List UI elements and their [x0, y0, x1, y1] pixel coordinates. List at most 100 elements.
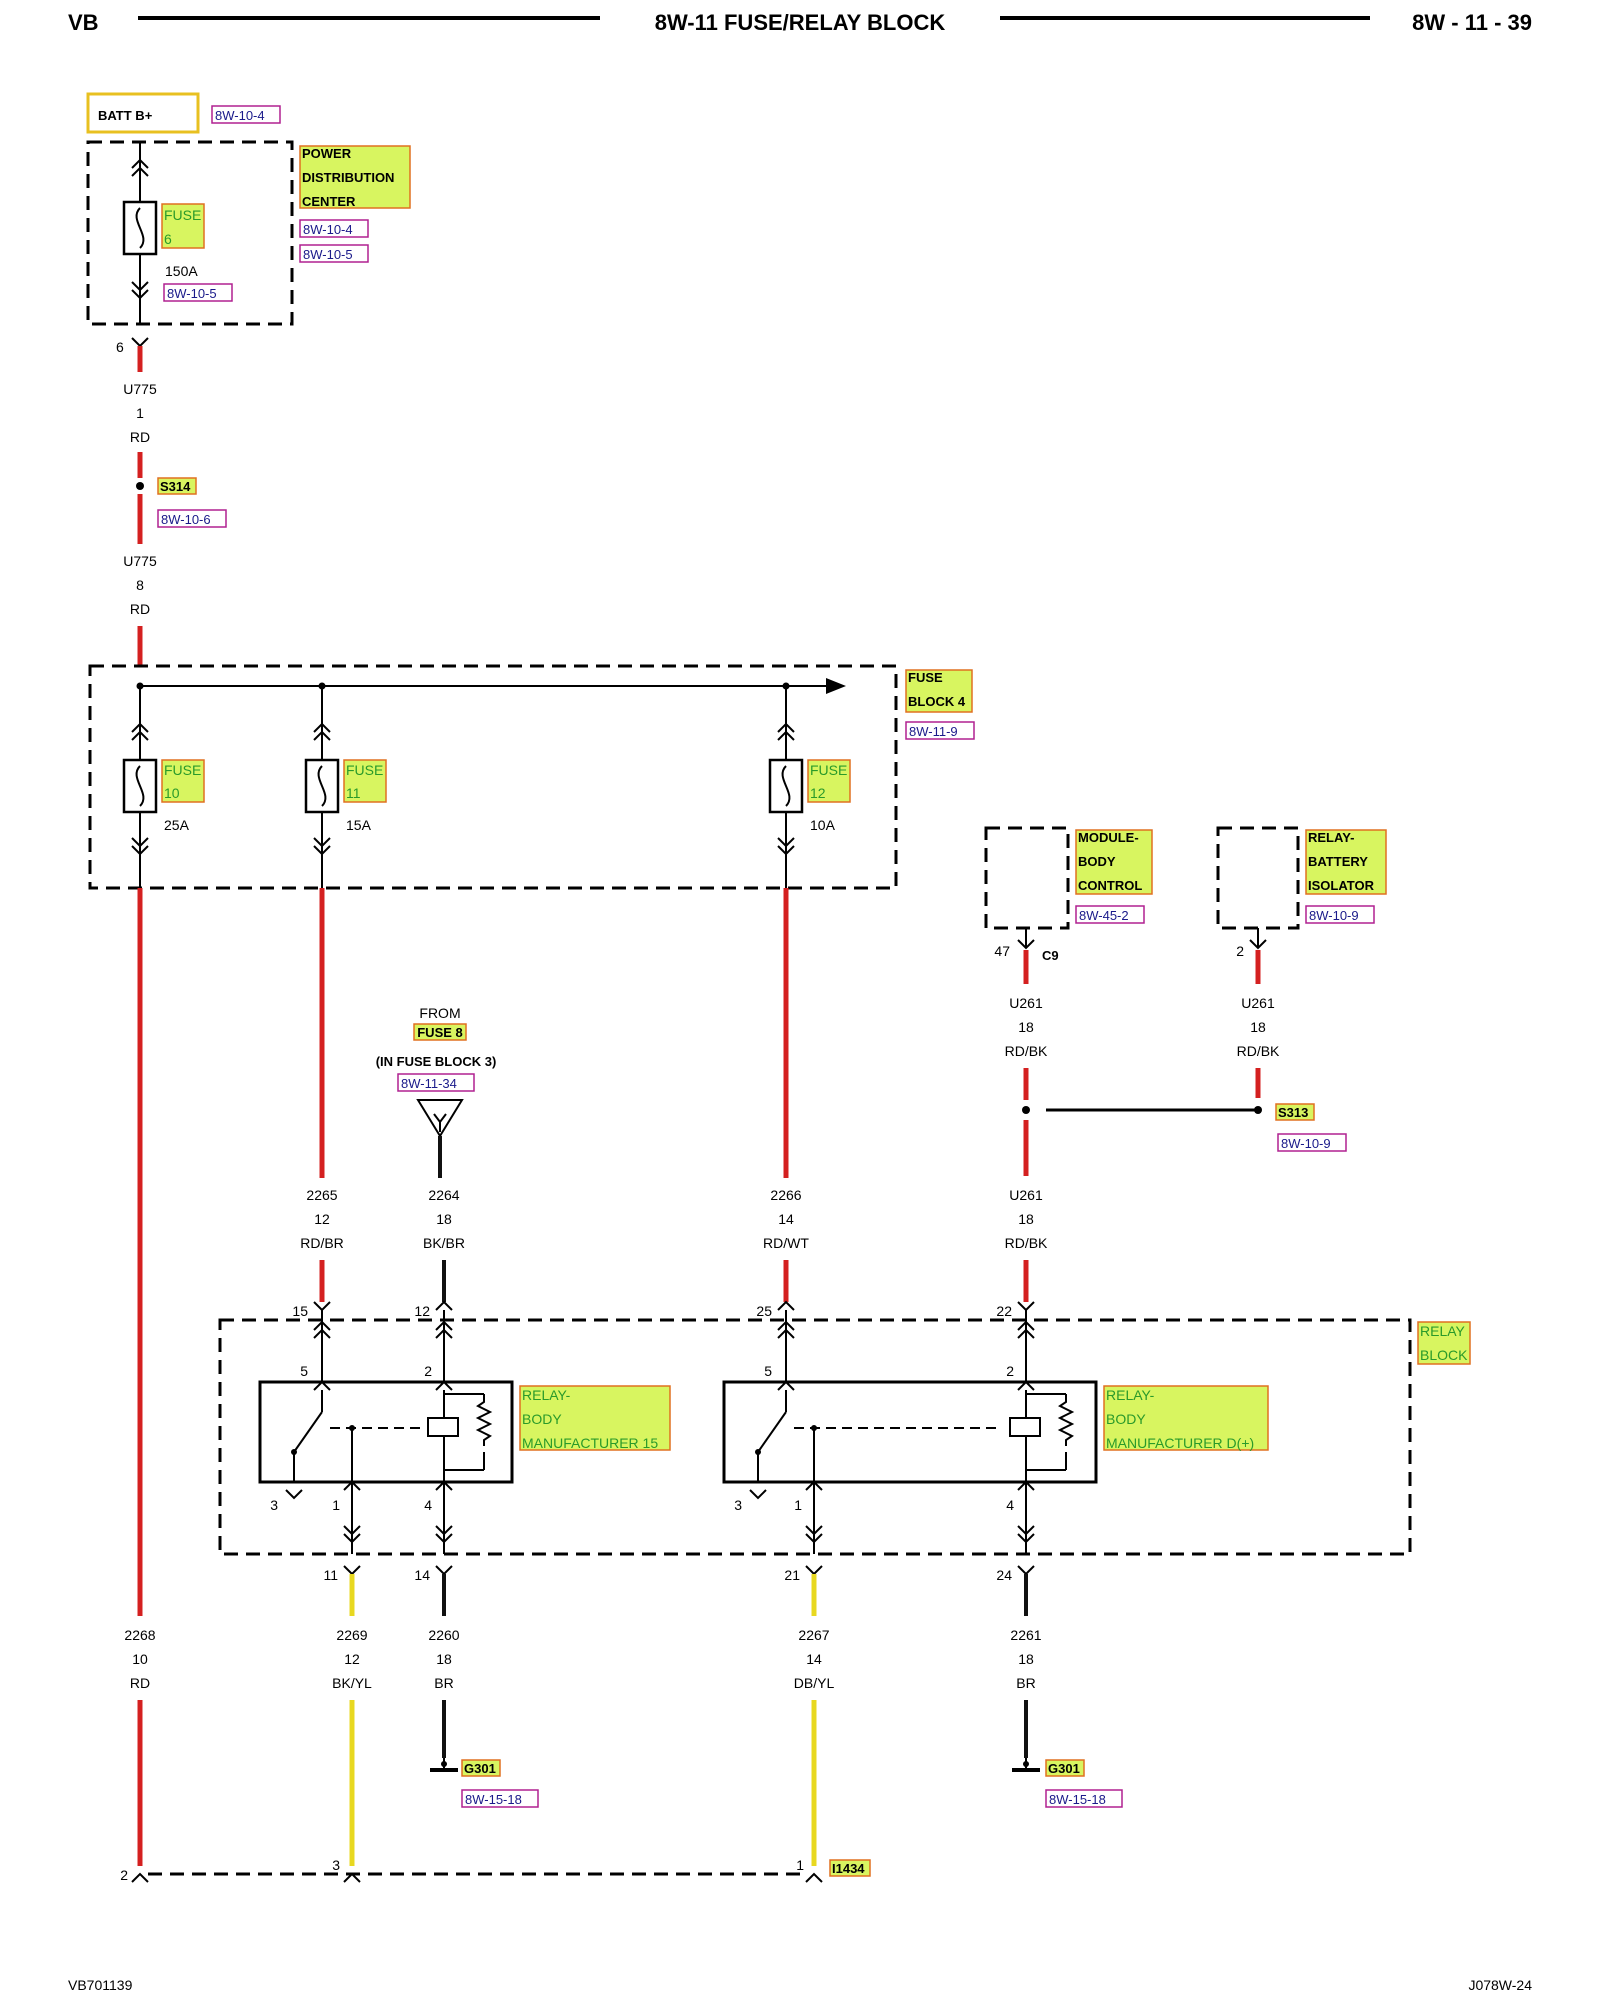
header-title: 8W-11 FUSE/RELAY BLOCK [655, 10, 946, 35]
s313-label: S313 [1278, 1105, 1308, 1120]
conn-pin-2: 2 [120, 1867, 128, 1883]
fuse-12-number: 12 [810, 785, 826, 801]
fuse-11-label: FUSE [346, 762, 383, 778]
wire-2266-color: RD/WT [763, 1235, 809, 1251]
relay-2-label-1: RELAY- [1106, 1387, 1155, 1403]
wire-2260-color: BR [434, 1675, 453, 1691]
mbc-label-2: BODY [1078, 854, 1116, 869]
pin-22: 22 [996, 1303, 1012, 1319]
pin-11: 11 [323, 1567, 338, 1583]
wire-2269-color: BK/YL [332, 1675, 372, 1691]
relay-2-icon [722, 1310, 1098, 1554]
relay-1-label-2: BODY [522, 1411, 562, 1427]
u775a-gauge: 1 [136, 405, 144, 421]
u261a-gauge: 18 [1018, 1019, 1034, 1035]
u775a-circuit: U775 [123, 381, 157, 397]
fuse-block-4-box [88, 664, 898, 890]
batt-box [86, 92, 200, 134]
pdc-box [86, 140, 294, 326]
u775b-color: RD [130, 601, 150, 617]
relay-battery-isolator-box [1216, 826, 1300, 930]
pdc-label-1: POWER [302, 146, 352, 161]
s314-splice [136, 482, 144, 490]
relay-1-label-3: MANUFACTURER 15 [522, 1435, 658, 1451]
relay-block-box [218, 1318, 1412, 1556]
from-label: FROM [419, 1005, 460, 1021]
fuse-6-label: FUSE [164, 207, 201, 223]
relay-2-label-3: MANUFACTURER D(+) [1106, 1435, 1254, 1451]
conn-pin-1: 1 [796, 1857, 804, 1873]
rbi-pin: 2 [1236, 943, 1244, 959]
g301-a-ref: 8W-15-18 [465, 1792, 522, 1807]
wire-2265-gauge: 12 [314, 1211, 330, 1227]
footer-left: VB701139 [68, 1977, 133, 1993]
u261b-circuit: U261 [1241, 995, 1275, 1011]
fuse-block-4-label-2: BLOCK 4 [908, 694, 966, 709]
wire-u261-color: RD/BK [1005, 1235, 1048, 1251]
fuse-block-4-ref: 8W-11-9 [909, 724, 958, 739]
batt-label: BATT B+ [98, 108, 153, 123]
fuse-10-number: 10 [164, 785, 180, 801]
g301-b-ref: 8W-15-18 [1049, 1792, 1106, 1807]
fuse-6-ref: 8W-10-5 [167, 286, 217, 301]
batt-ref-box [211, 105, 281, 124]
relay-1-pin-4: 4 [424, 1497, 432, 1513]
u261a-color: RD/BK [1005, 1043, 1048, 1059]
relay-2-pin-1: 1 [794, 1497, 802, 1513]
pin-14: 14 [414, 1567, 430, 1583]
relay-2-label-2: BODY [1106, 1411, 1146, 1427]
fuse-10-amp: 25A [164, 817, 190, 833]
from-fuse: FUSE 8 [417, 1025, 463, 1040]
relay-1-pin-3: 3 [270, 1497, 278, 1513]
wire-2261-gauge: 18 [1018, 1651, 1034, 1667]
rbi-ref: 8W-10-9 [1309, 908, 1359, 923]
wire-2264-circuit: 2264 [428, 1187, 459, 1203]
wire-u261-gauge: 18 [1018, 1211, 1034, 1227]
pdc-label-2: DISTRIBUTION [302, 170, 394, 185]
pin-24: 24 [996, 1567, 1012, 1583]
wire-2261-circuit: 2261 [1010, 1627, 1041, 1643]
wire-2260-circuit: 2260 [428, 1627, 459, 1643]
relay-block-label-2: BLOCK [1420, 1347, 1468, 1363]
wire-2267-gauge: 14 [806, 1651, 822, 1667]
wire-2266-circuit: 2266 [770, 1187, 801, 1203]
fuse-11-number: 11 [346, 785, 361, 801]
wire-2264-color: BK/BR [423, 1235, 465, 1251]
connector-y-icon [416, 1099, 464, 1138]
u775b-circuit: U775 [123, 553, 157, 569]
pin-21: 21 [784, 1567, 800, 1583]
mbc-label-3: CONTROL [1078, 878, 1142, 893]
pin-25: 25 [756, 1303, 772, 1319]
pdc-label-3: CENTER [302, 194, 356, 209]
g301-b-label: G301 [1048, 1761, 1080, 1776]
fuse-10-icon [122, 686, 158, 888]
relay-1-label-1: RELAY- [522, 1387, 571, 1403]
wire-2261-color: BR [1016, 1675, 1035, 1691]
header-left: VB [68, 10, 99, 35]
g301-a-label: G301 [464, 1761, 496, 1776]
wire-2267-circuit: 2267 [798, 1627, 829, 1643]
pdc-pin: 6 [116, 339, 124, 355]
header-page: 8W - 11 - 39 [1412, 10, 1532, 35]
relay-2-pin-2: 2 [1006, 1363, 1014, 1379]
fuse-11-amp: 15A [346, 817, 372, 833]
wire-2266-gauge: 14 [778, 1211, 794, 1227]
pdc-ref-2: 8W-10-5 [303, 247, 353, 262]
fuse-10-label: FUSE [164, 762, 201, 778]
rbi-label-1: RELAY- [1308, 830, 1354, 845]
from-block: (IN FUSE BLOCK 3) [376, 1054, 497, 1069]
footer-right: J078W-24 [1468, 1977, 1532, 1993]
wire-u261-circuit: U261 [1009, 1187, 1043, 1203]
pdc-ref-1: 8W-10-4 [303, 222, 353, 237]
u261a-circuit: U261 [1009, 995, 1043, 1011]
mbc-connector: C9 [1042, 948, 1059, 963]
relay-block-label-1: RELAY [1420, 1323, 1466, 1339]
s314-ref: 8W-10-6 [161, 512, 211, 527]
s314-label: S314 [160, 479, 191, 494]
fuse-6-number: 6 [164, 231, 172, 247]
wire-2265-circuit: 2265 [306, 1187, 337, 1203]
wire-2268-circuit: 2268 [124, 1627, 155, 1643]
u775a-color: RD [130, 429, 150, 445]
conn-pin-3: 3 [332, 1857, 340, 1873]
